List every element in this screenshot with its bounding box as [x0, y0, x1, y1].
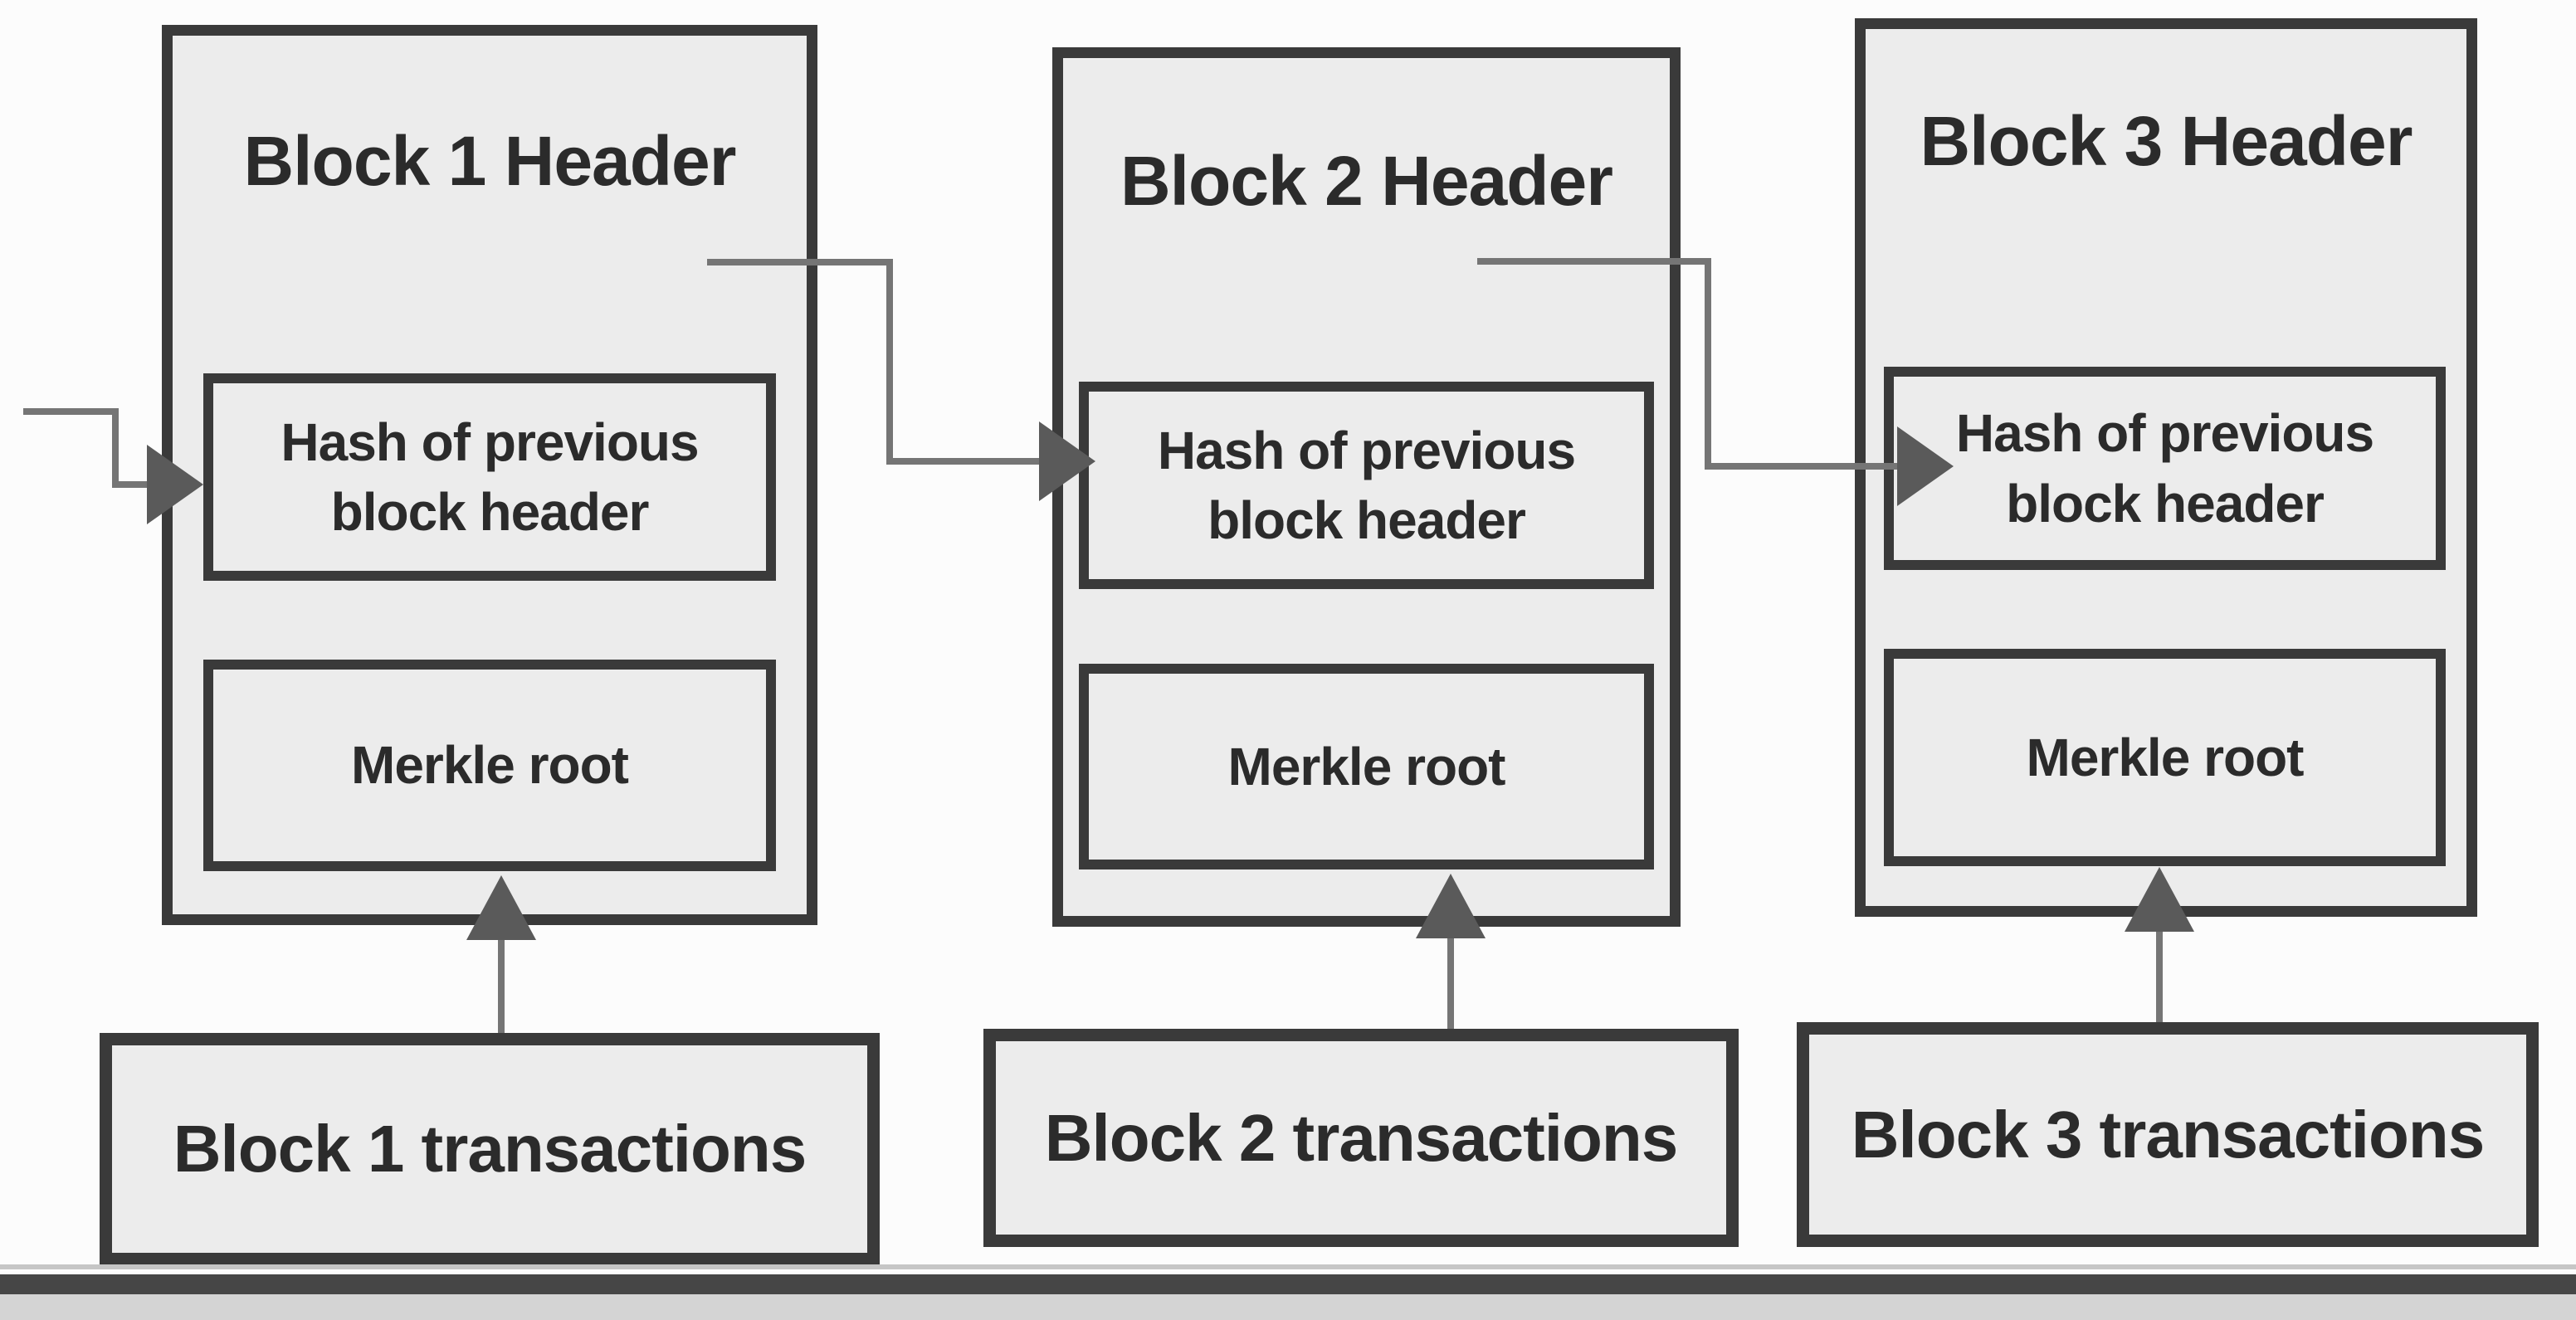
- block-3-hash-box: Hash of previous block header: [1884, 367, 2446, 570]
- block-3-hash-label: Hash of previous block header: [1955, 403, 2374, 533]
- connector-2-segment-into-block: [1705, 463, 1899, 470]
- connector-1-segment-down: [886, 259, 893, 465]
- connector-1-segment-into-block: [886, 458, 1041, 465]
- block-2-transactions-box: Block 2 transactions: [983, 1029, 1739, 1247]
- merkle-arrow-3-line: [2156, 928, 2163, 1022]
- block-1-title: Block 1 Header: [243, 122, 737, 200]
- merkle-arrow-1-line: [498, 936, 505, 1033]
- block-1-transactions-box: Block 1 transactions: [100, 1033, 880, 1265]
- connector-0-segment-top: [23, 408, 119, 415]
- block-2-title: Block 2 Header: [1120, 142, 1613, 220]
- block-2-merkle-box: Merkle root: [1079, 664, 1654, 869]
- arrowhead-up-icon: [1416, 874, 1486, 938]
- block-2-hash-label: Hash of previous block header: [1157, 420, 1576, 550]
- block-1-hash-label: Hash of previous block header: [281, 412, 699, 542]
- connector-0-segment-down: [112, 408, 119, 486]
- arrowhead-up-icon: [2125, 867, 2194, 932]
- block-3-transactions-label: Block 3 transactions: [1851, 1097, 2485, 1171]
- block-1-merkle-label: Merkle root: [351, 735, 629, 796]
- block-1-transactions-label: Block 1 transactions: [173, 1112, 807, 1186]
- block-3-title: Block 3 Header: [1920, 102, 2413, 180]
- block-1-merkle-box: Merkle root: [203, 660, 776, 871]
- connector-2-segment-top: [1477, 258, 1711, 265]
- block-2-transactions-label: Block 2 transactions: [1044, 1100, 1678, 1175]
- block-2-hash-box: Hash of previous block header: [1079, 382, 1654, 589]
- connector-0-segment-into-block: [112, 481, 154, 488]
- arrowhead-up-icon: [466, 875, 536, 940]
- arrowhead-right-icon: [1039, 421, 1095, 501]
- connector-2-segment-down: [1705, 258, 1711, 470]
- arrowhead-right-icon: [1897, 426, 1954, 506]
- baseline-rule-shadow: [0, 1294, 2576, 1320]
- block-2-merkle-label: Merkle root: [1227, 736, 1506, 796]
- baseline-rule: [0, 1274, 2576, 1294]
- block-3-merkle-label: Merkle root: [2026, 727, 2305, 787]
- arrowhead-right-icon: [147, 445, 203, 524]
- block-3-merkle-box: Merkle root: [1884, 649, 2446, 866]
- baseline-rule-light: [0, 1264, 2576, 1269]
- merkle-arrow-2-line: [1447, 934, 1454, 1029]
- block-1-hash-box: Hash of previous block header: [203, 373, 776, 581]
- block-3-transactions-box: Block 3 transactions: [1797, 1022, 2539, 1247]
- connector-1-segment-top: [707, 259, 893, 265]
